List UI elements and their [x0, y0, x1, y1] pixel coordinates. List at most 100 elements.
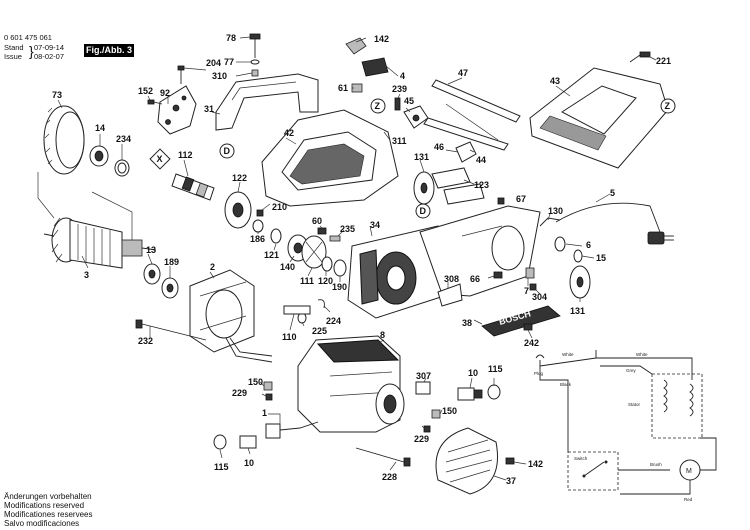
bracket-glyph: }: [29, 43, 34, 59]
part-6: [554, 236, 566, 252]
callout-204: 204: [206, 58, 221, 68]
guard-38: BOSCH: [481, 305, 561, 337]
screw-78: [249, 33, 261, 58]
callout-13: 13: [146, 245, 156, 255]
callout-73: 73: [52, 90, 62, 100]
switch-142: [345, 37, 367, 55]
bearing-14: [89, 145, 109, 167]
plate-123: [431, 167, 485, 205]
callout-5: 5: [610, 188, 615, 198]
callout-234: 234: [116, 134, 131, 144]
footer-line-en: Modifications reserved: [4, 501, 85, 510]
marker-z-1-text: Z: [375, 101, 381, 111]
callout-115-bottom: 115: [214, 462, 229, 472]
marker-d-1-text: D: [224, 146, 231, 156]
callout-7: 7: [524, 286, 529, 296]
wire-label-grey: Grey: [626, 368, 637, 373]
marker-d-2-text: D: [420, 206, 427, 216]
cap-115-bottom: [213, 434, 227, 450]
callout-121: 121: [264, 250, 279, 260]
callout-14: 14: [95, 123, 105, 133]
lever-47: [423, 79, 521, 151]
wire-label-white-left: White: [562, 352, 574, 357]
part-66: [493, 271, 503, 279]
cable-1: [265, 421, 319, 439]
base-plate-43: [529, 67, 669, 169]
callout-43: 43: [550, 76, 560, 86]
leader-lines: [37, 36, 657, 481]
callout-111: 111: [300, 276, 314, 286]
part-210: [256, 209, 264, 217]
callout-130: 130: [548, 206, 563, 216]
gear-111: [301, 235, 327, 269]
marker-z-2: [660, 98, 676, 114]
callout-115-top: 115: [488, 364, 503, 374]
spring-224: [317, 299, 325, 309]
callout-210: 210: [272, 202, 287, 212]
callout-190: 190: [332, 282, 347, 292]
power-cord-5: [555, 202, 674, 245]
footer-notes: Änderungen vorbehalten Modifications res…: [4, 492, 92, 528]
screw-242: [523, 323, 533, 331]
part-7: [525, 267, 535, 279]
callout-110: 110: [282, 332, 297, 342]
footer-line-fr: Modificationes reservees: [4, 510, 93, 519]
retaining-ring-234: [114, 159, 130, 177]
gear-120: [321, 256, 333, 272]
callout-47: 47: [458, 68, 468, 78]
marker-z-1: [370, 98, 386, 114]
part-150-bottom: [431, 409, 441, 419]
nut-310: [251, 69, 259, 77]
callout-4: 4: [400, 71, 405, 81]
wiring-diagram: [535, 350, 717, 495]
callout-77: 77: [224, 57, 234, 67]
wire-label-white-right: White: [636, 352, 648, 357]
callout-112: 112: [178, 150, 193, 160]
callout-221: 221: [656, 56, 671, 66]
callout-224: 224: [326, 316, 341, 326]
part-229-top: [265, 393, 273, 401]
bracket-92: [157, 85, 197, 135]
callout-308: 308: [444, 274, 459, 284]
callout-311: 311: [392, 136, 407, 146]
callout-142-top: 142: [374, 34, 389, 44]
svg-text:X: X: [157, 154, 163, 164]
housing-42: [261, 109, 399, 207]
callout-61: 61: [338, 83, 348, 93]
washer-77: [250, 59, 260, 65]
bracket-308: [437, 283, 463, 307]
callout-numbers: 78 142 204 77 310 4 152 92 31 61 239 47 …: [52, 33, 671, 486]
part-307: [415, 381, 431, 395]
marker-x-1: X: [149, 148, 171, 170]
callout-6: 6: [586, 240, 591, 250]
base-frame: [419, 205, 541, 297]
callout-186: 186: [250, 234, 265, 244]
callout-45: 45: [404, 96, 414, 106]
callout-123: 123: [474, 180, 489, 190]
issue-label: Issue: [4, 52, 22, 61]
blade-131-bottom: [569, 265, 591, 299]
handle-31: [215, 73, 319, 131]
callout-310: 310: [212, 71, 227, 81]
screw-239: [394, 97, 401, 111]
marker-z-2-text: Z: [665, 101, 671, 111]
shaft-110: [283, 305, 311, 315]
callout-66: 66: [470, 274, 480, 284]
wire-label-brush: Brush: [650, 462, 662, 467]
marker-d-1: [219, 143, 235, 159]
motor-housing-8: [297, 335, 405, 433]
wire-label-stator: Stator: [628, 402, 641, 407]
callout-44: 44: [476, 155, 486, 165]
callout-152: 152: [138, 86, 153, 96]
callout-150-top: 150: [248, 377, 263, 387]
motor-symbol-m: M: [686, 468, 692, 475]
armature-3: [43, 217, 157, 269]
part-46: [455, 141, 477, 163]
callout-78: 78: [226, 33, 236, 43]
part-130: [539, 217, 561, 227]
bolt-232: [135, 319, 207, 341]
cap-115-top: [487, 384, 501, 400]
callout-122: 122: [232, 173, 247, 183]
callout-31: 31: [204, 104, 214, 114]
